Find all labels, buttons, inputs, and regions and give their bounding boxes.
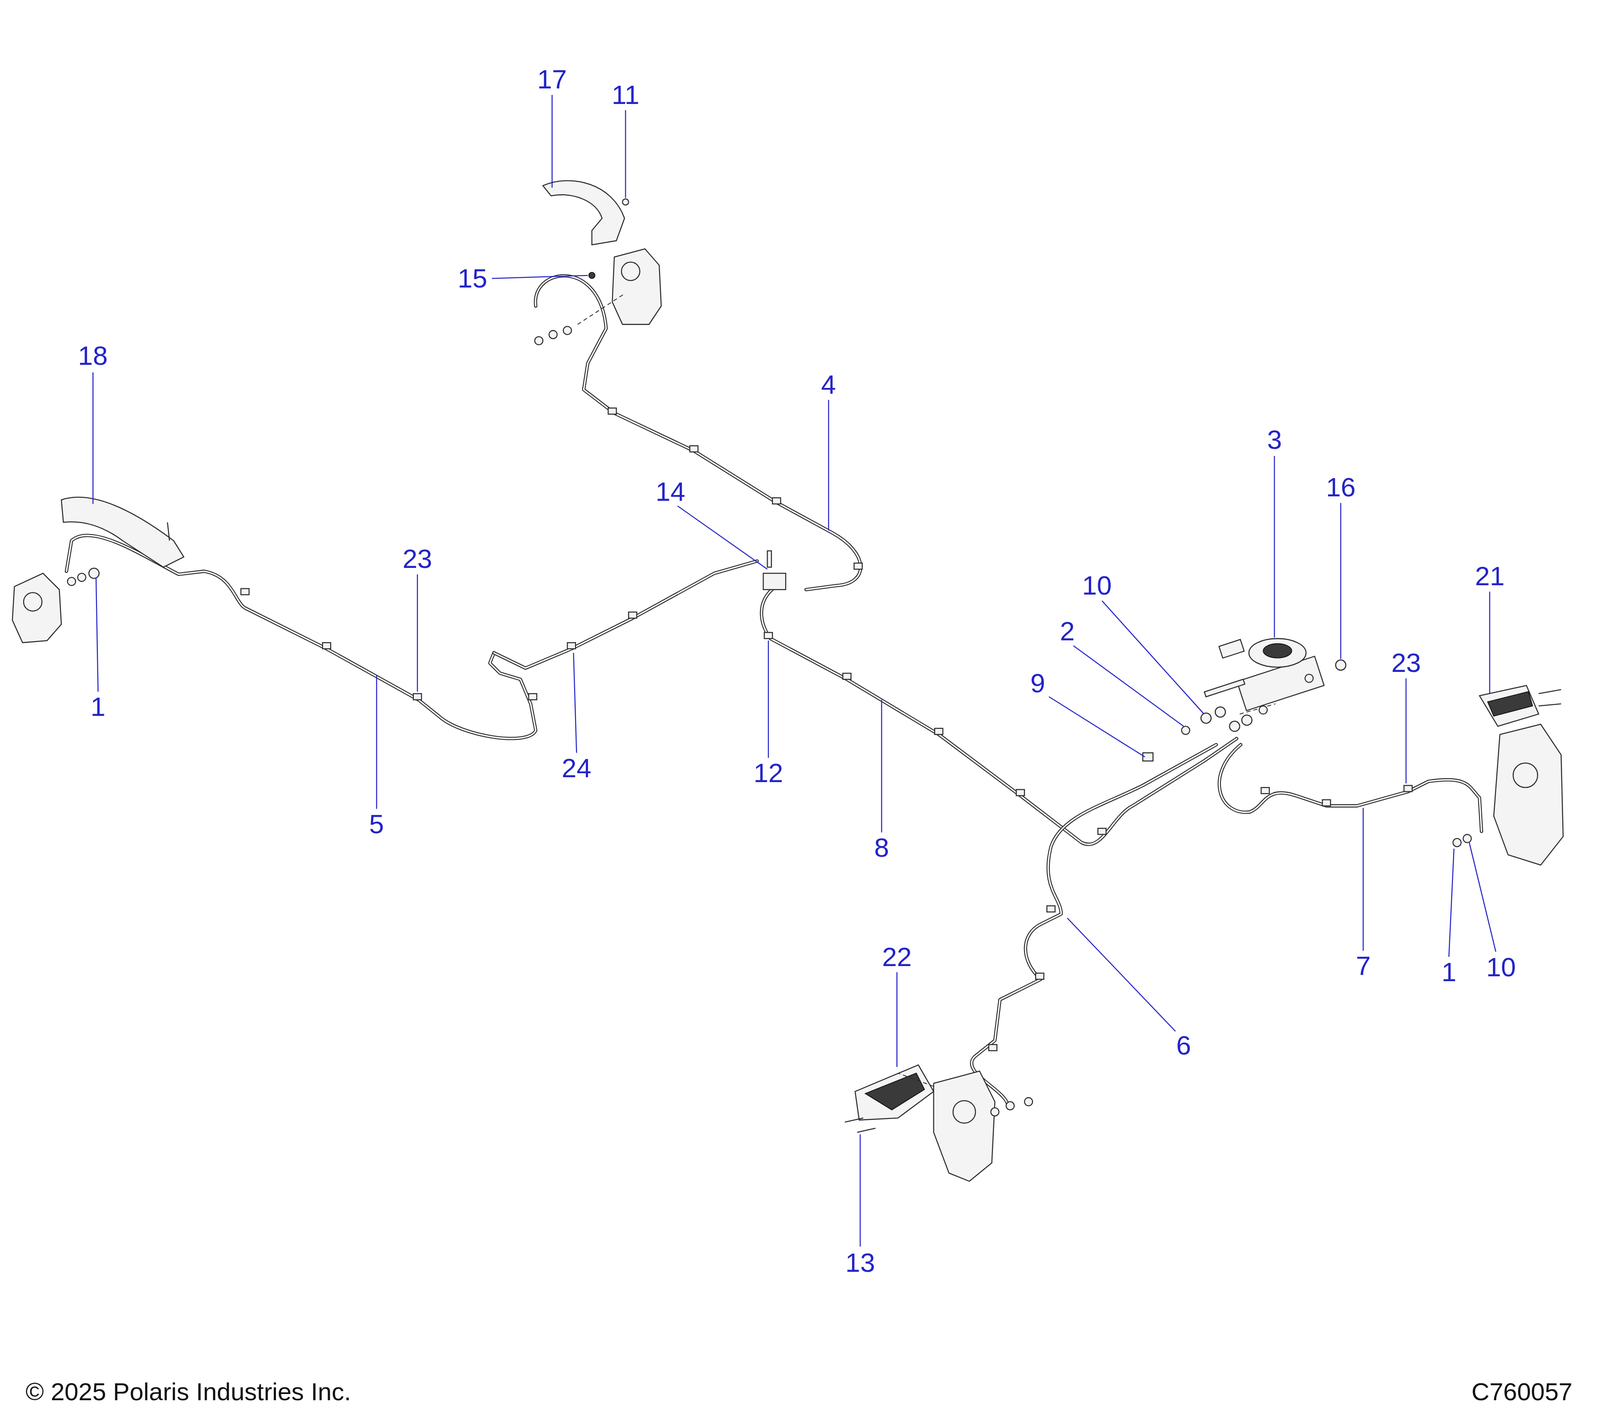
callout-number: 2	[1060, 618, 1075, 645]
callout-number: 11	[611, 81, 640, 109]
callout-number: 23	[402, 545, 433, 573]
callout-number: 17	[537, 66, 568, 93]
callout-number: 8	[874, 834, 889, 862]
callout-number: 3	[1267, 426, 1282, 454]
callout-number: 7	[1356, 952, 1371, 980]
callout-number: 21	[1475, 563, 1505, 590]
callout-number: 4	[821, 371, 836, 399]
callout-number: 15	[457, 265, 488, 292]
copyright-notice: © 2025 Polaris Industries Inc.	[25, 1379, 351, 1405]
callout-number: 10	[1082, 572, 1112, 600]
callout-number: 9	[1030, 670, 1045, 697]
callout-number: 10	[1486, 954, 1516, 981]
callout-number: 6	[1176, 1032, 1192, 1060]
callout-number: 12	[753, 760, 784, 787]
callout-number: 5	[369, 811, 384, 838]
callout-number: 18	[78, 342, 108, 370]
callout-number: 22	[882, 944, 912, 971]
callout-number: 16	[1325, 474, 1356, 501]
drawing-number: C760057	[1471, 1379, 1573, 1405]
callout-number: 13	[845, 1249, 876, 1277]
callout-number: 1	[90, 693, 106, 721]
callout-number: 1	[1441, 959, 1457, 986]
callout-number: 24	[561, 755, 592, 782]
callout-number: 14	[655, 478, 686, 506]
callout-number: 23	[1391, 649, 1421, 677]
